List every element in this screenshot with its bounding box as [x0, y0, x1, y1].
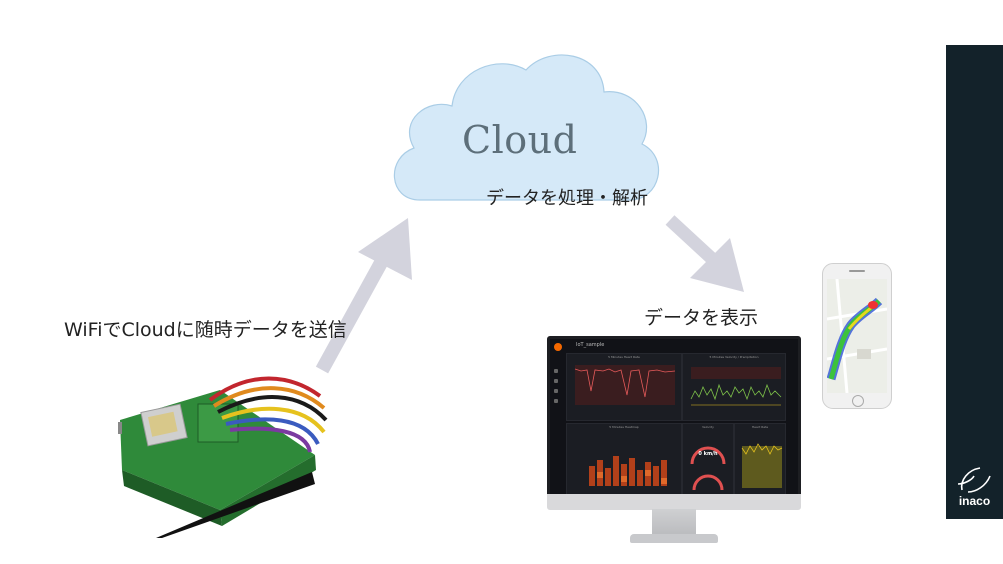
panel-velocity[interactable]: 5 Minutes Velocity / Precipitation: [682, 353, 786, 421]
cloud-icon: [393, 54, 659, 201]
panel-heart-rate-bar[interactable]: Heart Rate: [734, 423, 786, 495]
panel-heatmap[interactable]: 5 Minutes Heatmap: [566, 423, 682, 495]
panel-heart-rate[interactable]: 5 Minutes Heart Rate: [566, 353, 682, 421]
phone-home-button: [852, 395, 864, 407]
cloud-title: Cloud: [462, 118, 578, 162]
plus-icon[interactable]: [554, 369, 558, 373]
phone-speaker: [849, 270, 865, 272]
inaco-logo: inaco: [946, 460, 1003, 515]
panel-gauge[interactable]: Velocity 0 km/h: [682, 423, 734, 495]
phone-map: [827, 279, 887, 393]
dashboard-title[interactable]: IoT_sample: [576, 342, 605, 348]
display-caption: データを表示: [644, 307, 759, 329]
grafana-logo-icon: [554, 343, 562, 351]
phone-icon: [822, 263, 892, 409]
dashboard-side-icons: [554, 369, 559, 409]
grid-icon[interactable]: [554, 379, 558, 383]
monitor-chin: [547, 494, 801, 510]
down-arrow-icon: [665, 215, 744, 292]
cloud-subtitle: データを処理・解析: [486, 188, 648, 209]
upload-caption: WiFiでCloudに随時データを送信: [64, 319, 347, 341]
inaco-logo-text: inaco: [958, 494, 991, 508]
gps-board-icon: [118, 376, 328, 538]
monitor-icon: IoT_sample 5 Minutes Heart Rate 5 Minute…: [547, 336, 801, 510]
gear-icon[interactable]: [554, 399, 558, 403]
monitor-stand: [652, 509, 696, 537]
brand-sidebar: [946, 45, 1003, 519]
up-arrow-icon: [315, 218, 412, 374]
velocity-gauge-value: 0 km/h: [698, 451, 718, 457]
dashboard-screen: IoT_sample 5 Minutes Heart Rate 5 Minute…: [547, 336, 801, 498]
monitor-foot: [630, 534, 718, 543]
inaco-logo-icon: [957, 467, 991, 493]
bell-icon[interactable]: [554, 389, 558, 393]
